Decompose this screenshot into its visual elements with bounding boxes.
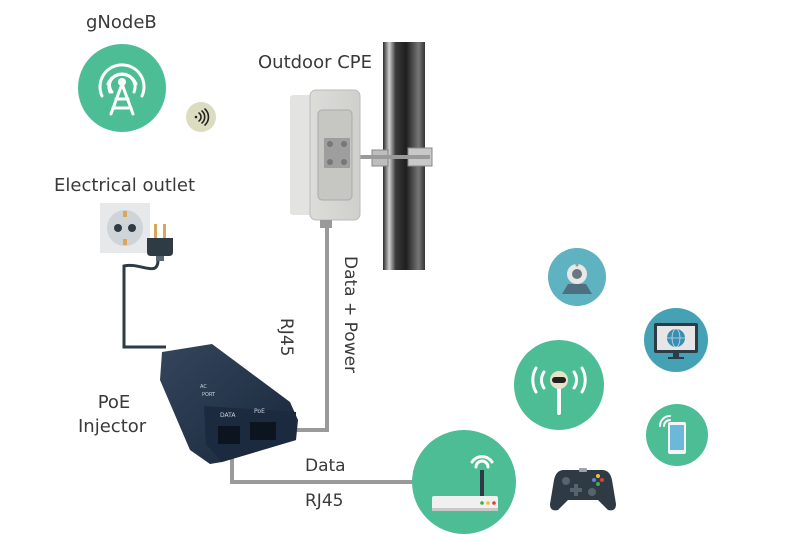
outdoor-cpe-label: Outdoor CPE	[258, 52, 373, 73]
wifi-router-icon	[412, 430, 516, 534]
wireless-signal-icon	[186, 102, 216, 132]
power-outlet-icon	[100, 203, 150, 253]
injector-led-ac-label: AC	[200, 384, 207, 390]
poe-injector-label-line1: PoE	[97, 392, 131, 413]
poe-injector-label-line2: Injector	[78, 416, 147, 437]
electrical-outlet-label: Electrical outlet	[54, 175, 196, 196]
cpe-cable-power-label: Data + Power	[340, 256, 360, 374]
injector-led-port-label: PORT	[202, 392, 216, 398]
cell-tower-icon	[78, 44, 166, 132]
power-cord	[122, 259, 166, 349]
injector-port-data-label: DATA	[220, 412, 236, 419]
router-cable-data-label: Data	[305, 456, 346, 476]
gnodeb-label: gNodeB	[86, 12, 157, 33]
outdoor-cpe-device	[290, 42, 433, 270]
injector-port-poe-label: PoE	[254, 408, 265, 415]
webcam-icon	[548, 248, 606, 306]
poe-injector-device: DATA PoE AC PORT	[150, 340, 300, 470]
game-controller-icon	[550, 468, 616, 511]
power-plug-icon	[147, 224, 173, 261]
router-cable-type-label: RJ45	[305, 491, 344, 511]
wifi-hotspot-icon	[514, 340, 604, 430]
smartphone-icon	[646, 404, 708, 466]
globe-monitor-icon	[644, 308, 708, 372]
